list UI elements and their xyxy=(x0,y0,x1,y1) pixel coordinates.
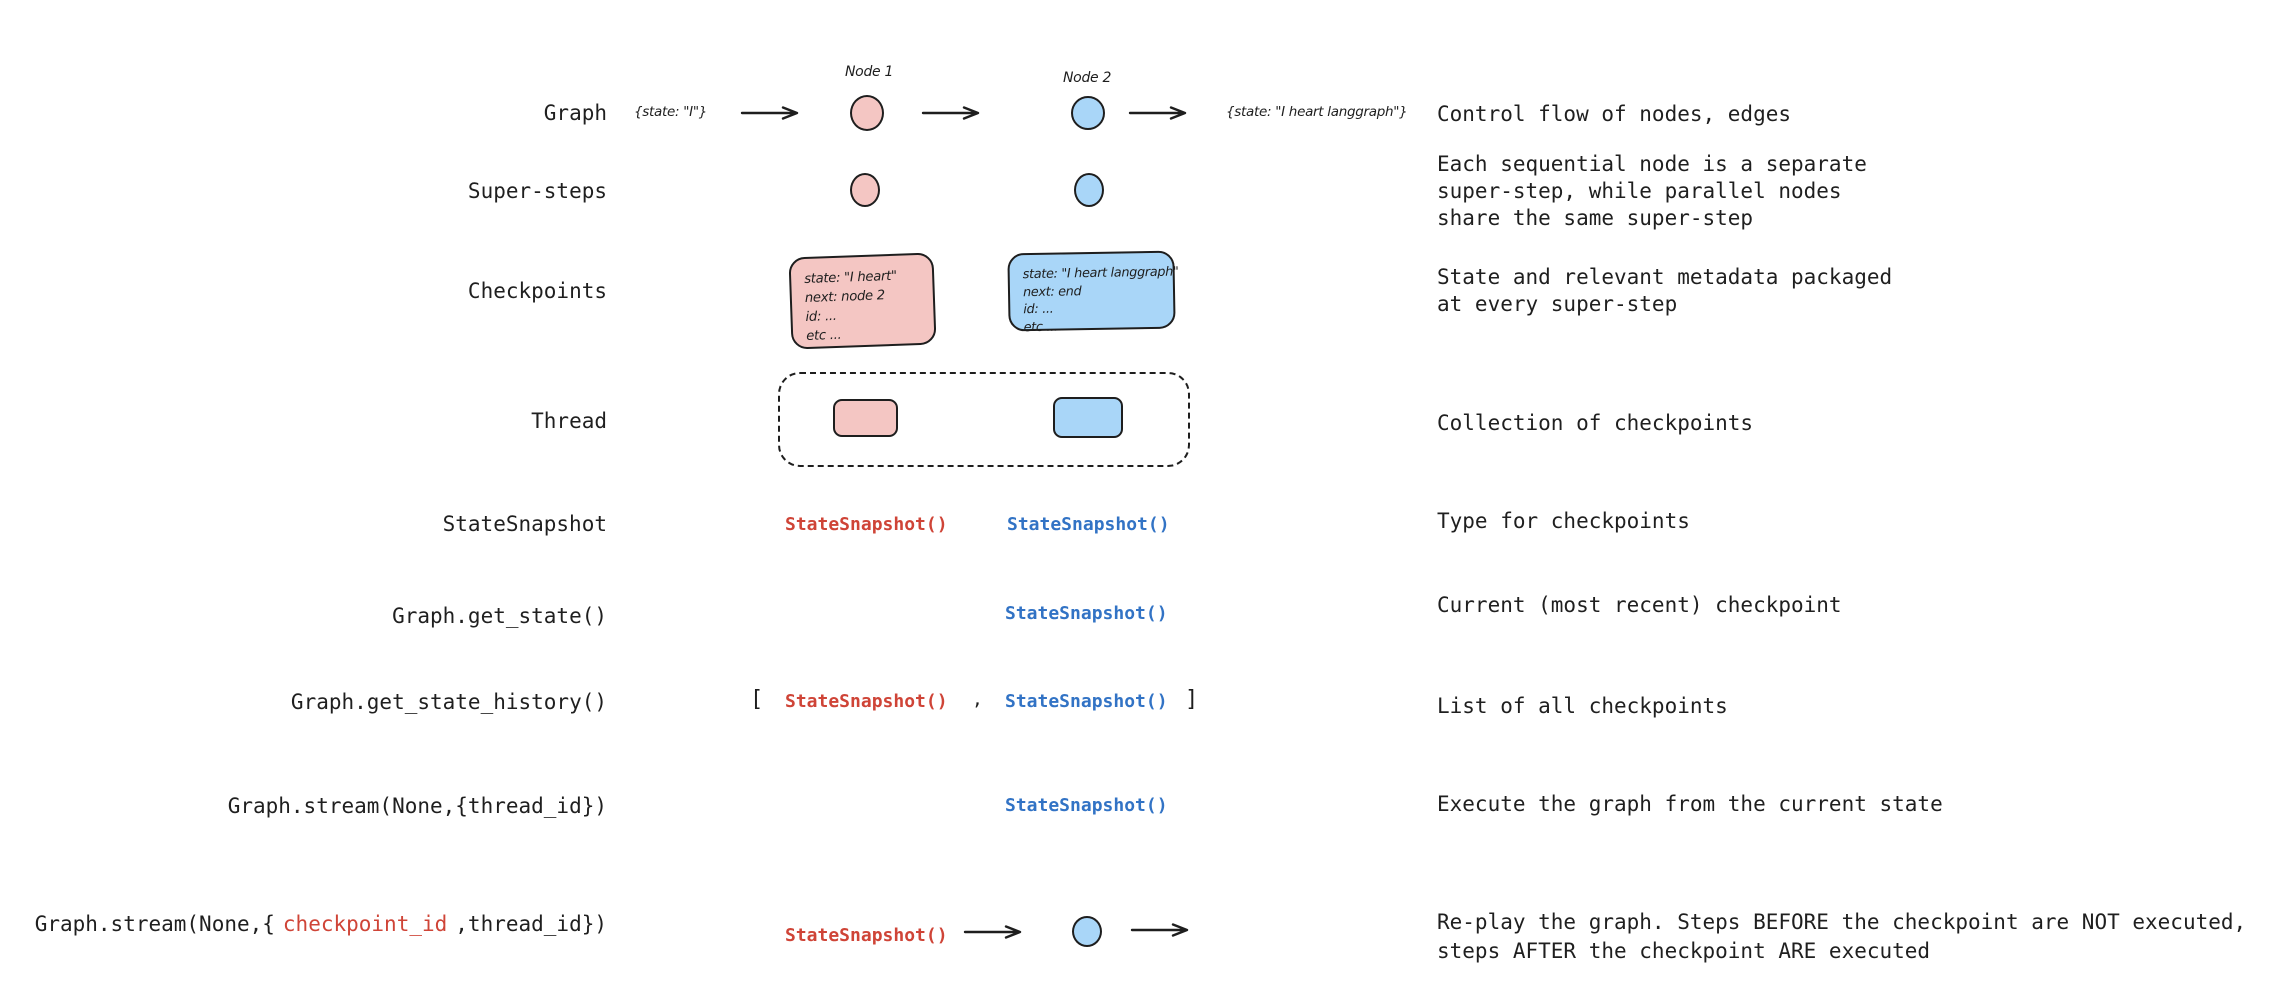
checkpoint-card-pink: state: "I heart" next: node 2 id: ... et… xyxy=(788,252,937,350)
checkpoint-card-blue: state: "I heart langgraph" next: end id:… xyxy=(1007,250,1179,335)
checkpoint-line: etc ... xyxy=(805,327,842,344)
label-thread: Thread xyxy=(531,409,607,433)
output-state-text: {state: "I heart langgraph"} xyxy=(1226,104,1408,120)
arrow-right-icon xyxy=(1128,106,1187,120)
node2-label: Node 2 xyxy=(1063,70,1112,86)
thread-checkpoint-pink xyxy=(833,399,898,437)
checkpoint-line: state: "I heart langgraph" xyxy=(1022,264,1179,283)
arrow-right-icon xyxy=(963,925,1022,939)
label-get-state: Graph.get_state() xyxy=(392,604,607,628)
superstep-node-pink xyxy=(850,173,880,207)
replay-code-red: StateSnapshot() xyxy=(785,925,948,946)
label-stream-checkpoint: Graph.stream(None,{ checkpoint_id ,thread_… xyxy=(35,912,607,937)
description-get-state: Current (most recent) checkpoint xyxy=(1437,593,1842,617)
description-stream-thread: Execute the graph from the current state xyxy=(1437,792,1943,816)
label-super-steps: Super-steps xyxy=(467,179,607,203)
state-snapshot-code-blue: StateSnapshot() xyxy=(1007,514,1170,535)
stream-thread-code-blue: StateSnapshot() xyxy=(1005,795,1168,816)
label-checkpoints: Checkpoints xyxy=(467,279,607,303)
node1-circle xyxy=(850,95,884,131)
open-bracket: [ xyxy=(750,687,764,712)
close-bracket: ] xyxy=(1185,687,1199,712)
node1-label: Node 1 xyxy=(845,64,894,80)
label-stream-thread: Graph.stream(None,{thread_id}) xyxy=(227,794,607,818)
description-thread: Collection of checkpoints xyxy=(1437,411,1754,435)
description-get-state-history: List of all checkpoints xyxy=(1437,694,1728,718)
thread-checkpoint-blue xyxy=(1053,397,1123,438)
get-state-code-blue: StateSnapshot() xyxy=(1005,603,1168,624)
label-stream-checkpoint-prefix: Graph.stream(None,{ xyxy=(34,912,275,936)
description-graph: Control flow of nodes, edges xyxy=(1437,102,1792,126)
node2-circle xyxy=(1071,96,1105,130)
checkpoint-line: etc ... xyxy=(1023,319,1058,335)
label-state-snapshot: StateSnapshot xyxy=(442,512,607,536)
label-stream-checkpoint-id: checkpoint_id xyxy=(282,912,448,936)
history-code-red: StateSnapshot() xyxy=(785,691,948,712)
arrow-right-icon xyxy=(740,106,799,120)
label-stream-checkpoint-suffix: ,thread_id}) xyxy=(455,912,607,936)
state-snapshot-code-red: StateSnapshot() xyxy=(785,514,948,535)
description-checkpoints: State and relevant metadata packaged at … xyxy=(1437,265,1893,316)
description-stream-checkpoint: Re-play the graph. Steps BEFORE the chec… xyxy=(1437,910,2247,963)
input-state-text: {state: "I"} xyxy=(634,104,708,120)
label-graph: Graph xyxy=(543,101,607,125)
label-get-state-history: Graph.get_state_history() xyxy=(290,690,607,714)
comma: , xyxy=(972,689,983,710)
description-state-snapshot: Type for checkpoints xyxy=(1437,509,1690,533)
description-super-steps: Each sequential node is a separate super… xyxy=(1437,152,1867,230)
superstep-node-blue xyxy=(1074,173,1104,207)
arrow-right-icon xyxy=(921,106,980,120)
replay-node-blue xyxy=(1072,916,1102,947)
thread-dashed-container xyxy=(778,372,1190,467)
history-code-blue: StateSnapshot() xyxy=(1005,691,1168,712)
arrow-right-icon xyxy=(1130,923,1189,937)
